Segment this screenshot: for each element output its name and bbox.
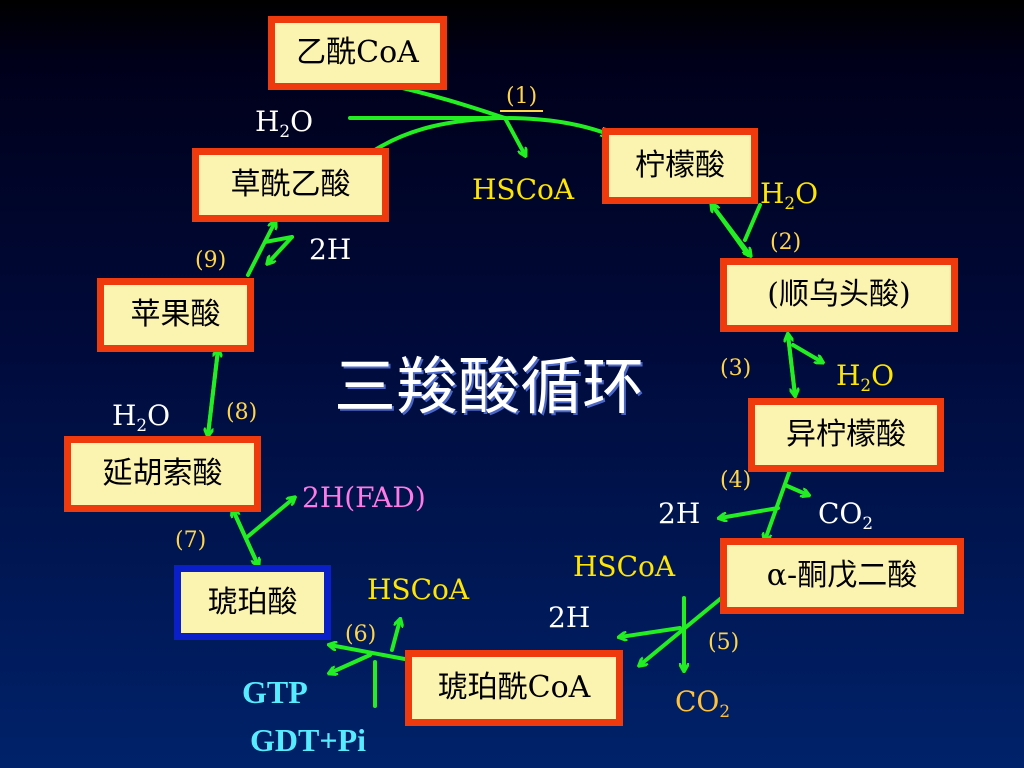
oxaloacetate-box: 草酰乙酸 — [192, 148, 389, 222]
step-4-label: (4) — [720, 468, 752, 493]
hydrogen-step9: 2H — [309, 233, 352, 266]
arrow-step4-main — [765, 468, 792, 540]
water-step2: H2O — [760, 177, 819, 213]
cis-aconitate-box: (顺乌头酸) — [720, 258, 958, 332]
oxaloacetate-label: 草酰乙酸 — [230, 167, 351, 202]
co2-step4: CO2 — [818, 497, 874, 533]
citrate-box: 柠檬酸 — [602, 128, 758, 204]
arrow-step2-up — [712, 205, 750, 257]
step-5-label: (5) — [708, 630, 740, 655]
arrow-step8-down — [208, 348, 220, 435]
diagram-title: 三羧酸循环 — [334, 350, 645, 423]
citrate-label: 柠檬酸 — [635, 148, 725, 183]
alpha-ketoglutarate-label: α-酮戊二酸 — [766, 558, 918, 593]
hscoa-step5: HSCoA — [573, 550, 676, 583]
gtp-label: GTP — [242, 674, 308, 710]
arrow-step3-water — [791, 343, 822, 362]
arrow-step9-2h-back — [268, 235, 294, 263]
arrow-step1-oxaloacetate — [373, 116, 502, 152]
arrow-step9-2h — [263, 235, 294, 244]
step-7-label: (7) — [175, 528, 207, 553]
arrow-step5-2h — [620, 626, 682, 637]
hydrogen-step5: 2H — [548, 601, 591, 634]
hscoa-step1: HSCoA — [472, 173, 575, 206]
fumarate-box: 延胡索酸 — [64, 436, 261, 512]
acetyl-coa-label: 乙酰CoA — [296, 35, 419, 70]
hydrogen-fad-step7: 2H(FAD) — [302, 481, 426, 514]
isocitrate-box: 异柠檬酸 — [748, 398, 944, 472]
step-8-label: (8) — [226, 400, 258, 425]
malate-label: 苹果酸 — [130, 297, 221, 332]
succinyl-coa-label: 琥珀酰CoA — [437, 670, 591, 705]
step-6-label: (6) — [345, 622, 377, 647]
water-step3: H2O — [836, 359, 895, 395]
acetyl-coa-box: 乙酰CoA — [268, 16, 447, 90]
arrow-step4-2h — [720, 506, 780, 518]
arrow-step6-main — [330, 645, 412, 662]
water-step8: H2O — [112, 399, 171, 435]
hydrogen-step4: 2H — [658, 497, 701, 530]
arrow-step2-water — [743, 203, 762, 242]
malate-box: 苹果酸 — [97, 278, 254, 352]
arrow-step4-co2 — [783, 483, 808, 495]
arrow-step6-hscoa — [390, 620, 400, 652]
step-2-label: (2) — [770, 230, 802, 255]
arrow-step3-up — [788, 335, 797, 397]
isocitrate-label: 异柠檬酸 — [786, 417, 906, 452]
arrow-step1-hscoa — [503, 116, 525, 155]
fumarate-label: 延胡索酸 — [102, 456, 223, 491]
co2-step5: CO2 — [675, 685, 731, 721]
arrow-step7-fad — [244, 498, 294, 540]
gdp-pi-label: GDT+Pi — [250, 722, 367, 758]
succinate-label: 琥珀酸 — [207, 584, 298, 620]
hscoa-step6: HSCoA — [367, 573, 470, 606]
succinyl-coa-box: 琥珀酰CoA — [405, 650, 623, 726]
step-9-label: (9) — [195, 248, 227, 273]
step-1-label: (1) — [500, 86, 544, 112]
arrow-step9-up — [246, 222, 275, 277]
alpha-ketoglutarate-box: α-酮戊二酸 — [720, 538, 964, 614]
step-3-label: (3) — [720, 356, 752, 381]
water-step1: H2O — [255, 105, 314, 141]
succinate-box: 琥珀酸 — [174, 565, 331, 640]
arrow-step6-gtp — [330, 653, 372, 673]
cis-aconitate-label: (顺乌头酸) — [767, 277, 911, 312]
